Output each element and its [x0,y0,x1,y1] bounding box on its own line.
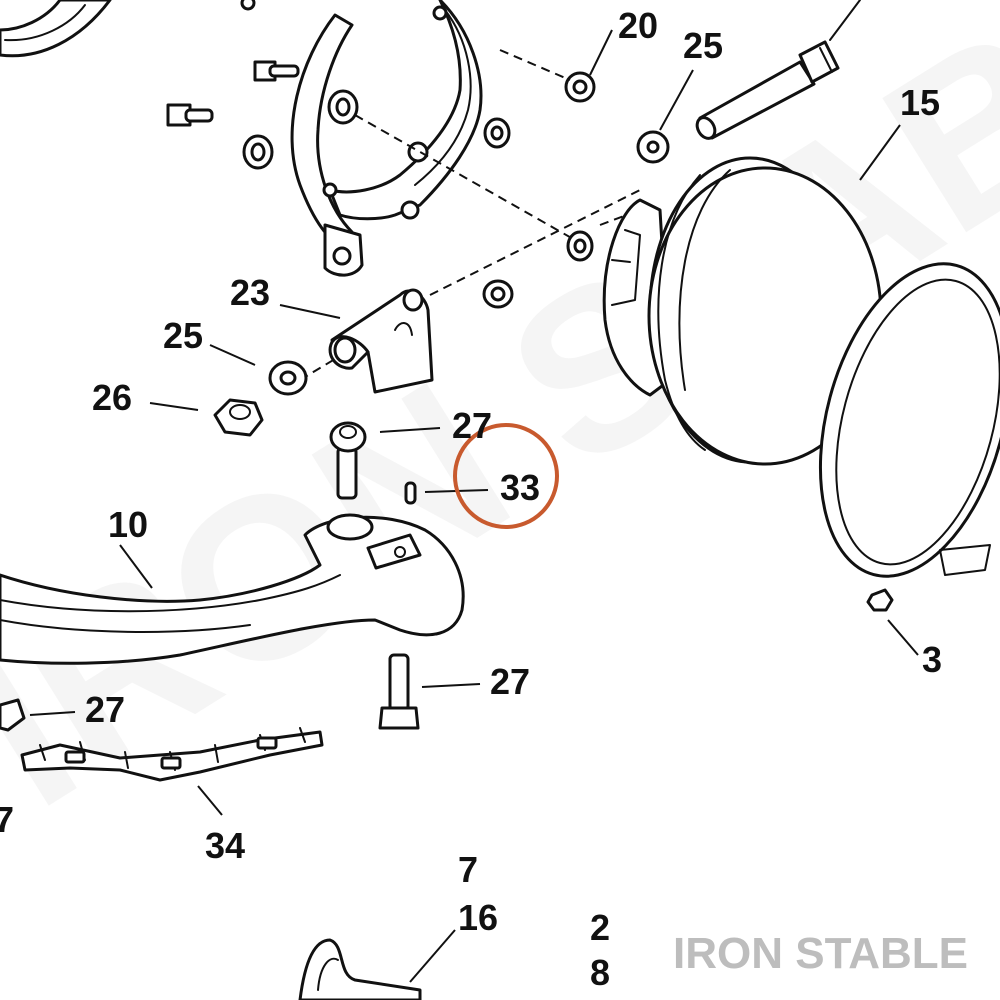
callout-33: 33 [500,467,540,508]
bolt-part-27-top [329,421,367,500]
clip-strip-part-34 [20,727,324,782]
pin-part-33 [404,481,417,505]
bolt-part-27-left [0,698,26,732]
callout-16: 16 [458,897,498,938]
brand-watermark: IRON STABLE [673,929,968,978]
callout-20: 20 [618,5,658,46]
locknut-part-26 [213,398,264,437]
highlight-circle [453,423,559,529]
fender-fragment [0,0,112,58]
handlebar-arm-part-10 [0,513,465,665]
bracket-screws [166,60,594,309]
bolt-part-27-mid [378,653,420,730]
callout-27-left: 27 [85,689,125,730]
callout-8: 8 [590,952,610,993]
headlight-bracket [240,0,483,277]
callout-7-left: 7 [0,799,14,840]
long-bolt [695,0,861,140]
spacer-part-20 [564,71,596,103]
callout-10: 10 [108,504,148,545]
callout-23: 23 [230,272,270,313]
callout-25-top: 25 [683,25,723,66]
headlight-part-15 [602,156,883,466]
mount-block-part-23 [328,288,434,394]
callout-26: 26 [92,377,132,418]
callout-3: 3 [922,639,942,680]
callout-27-mid: 27 [490,661,530,702]
callout-34: 34 [205,825,245,866]
bottom-bracket-fragment [298,938,422,1000]
callout-27-top: 27 [452,405,492,446]
washer-part-25-mid [268,360,308,396]
callout-labels: 20 25 15 23 25 26 27 33 10 27 27 3 7 34 … [0,5,942,993]
leader-lines [29,29,919,983]
callout-15: 15 [900,82,940,123]
callout-2: 2 [590,907,610,948]
washer-part-25-top [636,130,670,164]
callout-25-mid: 25 [163,315,203,356]
nut-part-3 [866,588,894,612]
callout-7-bottom: 7 [458,849,478,890]
trim-ring [818,262,1000,578]
